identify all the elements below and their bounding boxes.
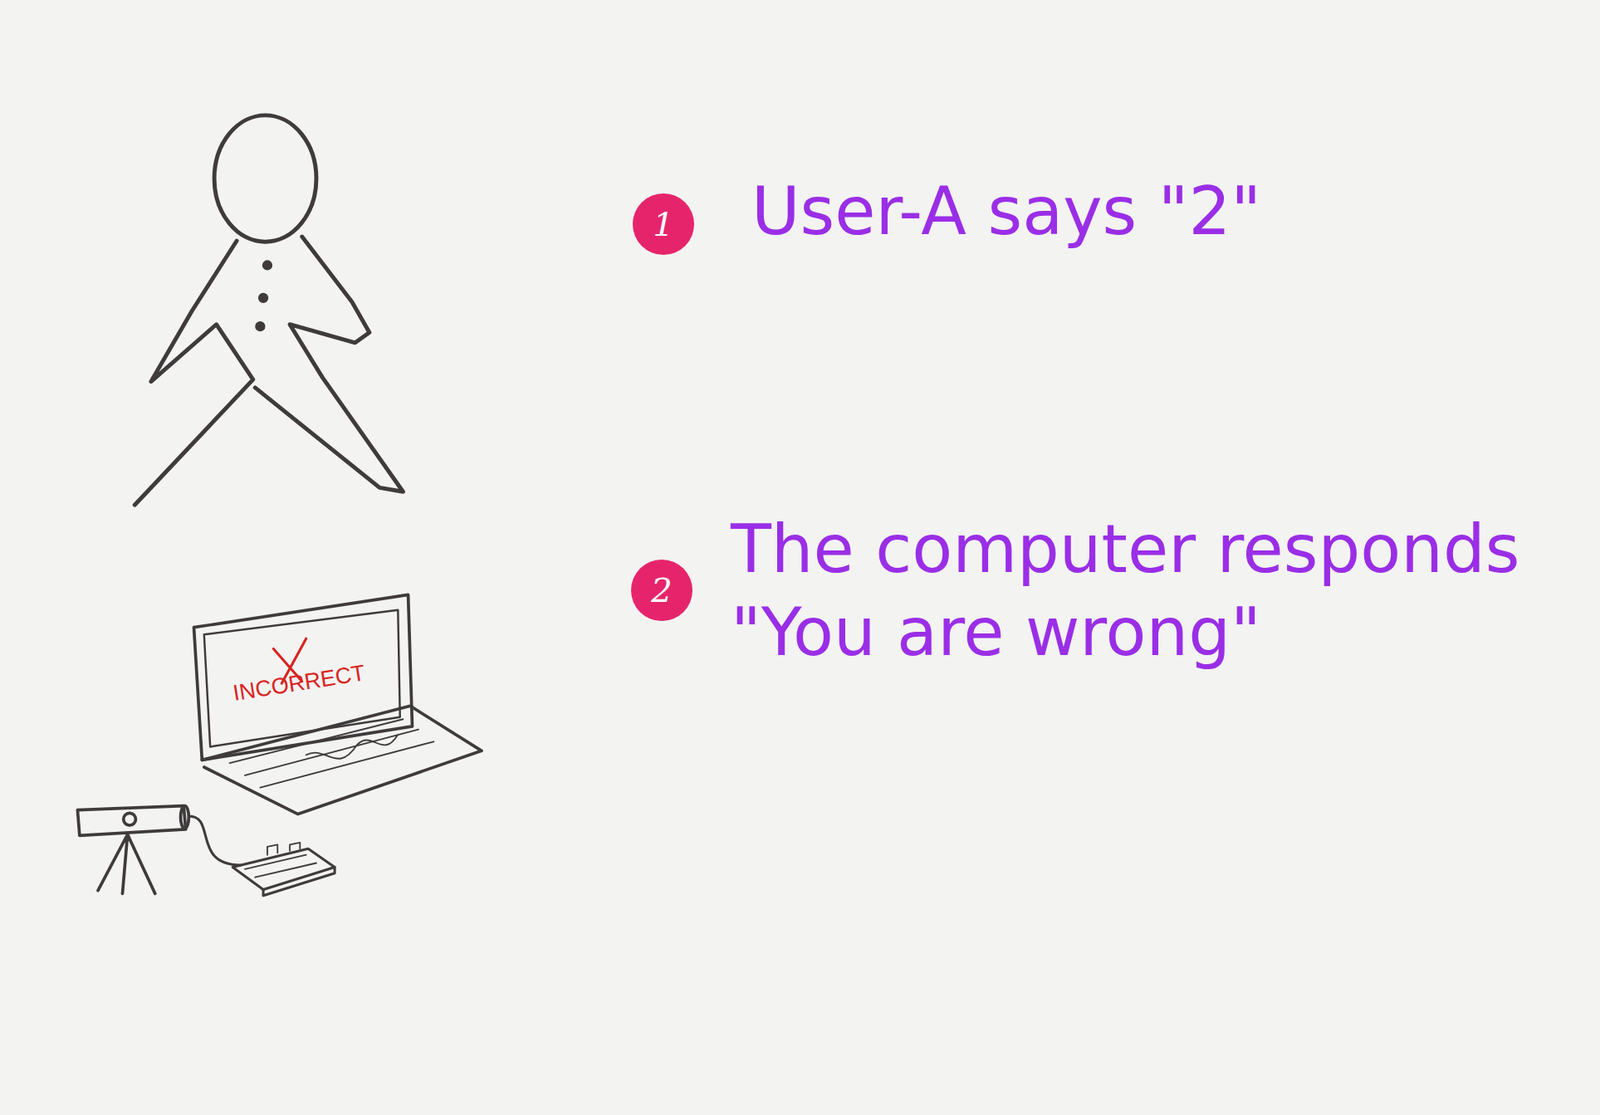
screen-message: INCORRECT xyxy=(231,661,367,705)
camera-on-tripod xyxy=(77,806,189,895)
circuit-board xyxy=(188,816,335,896)
callout-circle: 1 xyxy=(632,193,695,255)
callout-circle: 2 xyxy=(631,559,693,622)
callout-number: 1 xyxy=(652,207,674,241)
callout-number: 2 xyxy=(650,573,672,607)
stick-figure xyxy=(134,115,403,505)
laptop xyxy=(194,594,483,814)
step-text: User-A says "2" xyxy=(751,170,1582,254)
step-text: The computer responds "You are wrong" xyxy=(730,508,1578,675)
